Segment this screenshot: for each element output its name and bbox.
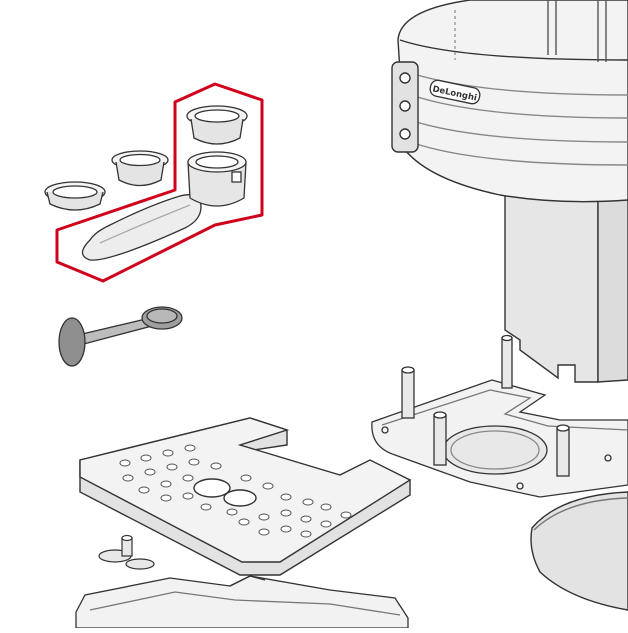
machine-body[interactable] bbox=[391, 0, 628, 383]
filter-holder[interactable] bbox=[81, 151, 247, 261]
base-frame[interactable] bbox=[371, 334, 628, 498]
single-shot-filter[interactable] bbox=[44, 181, 106, 211]
pod-filter[interactable] bbox=[186, 105, 248, 145]
drip-tray-base[interactable] bbox=[75, 575, 409, 629]
drain-port bbox=[193, 478, 231, 498]
measuring-scoop-tamper[interactable] bbox=[58, 306, 183, 367]
highlight-outline bbox=[55, 82, 264, 283]
float-indicator[interactable] bbox=[98, 534, 155, 570]
drain-port bbox=[223, 489, 257, 507]
water-tank-lid[interactable] bbox=[530, 491, 628, 611]
drip-grid-holes bbox=[119, 444, 352, 538]
double-shot-filter[interactable] bbox=[111, 150, 169, 187]
cup-tray[interactable] bbox=[79, 417, 412, 576]
